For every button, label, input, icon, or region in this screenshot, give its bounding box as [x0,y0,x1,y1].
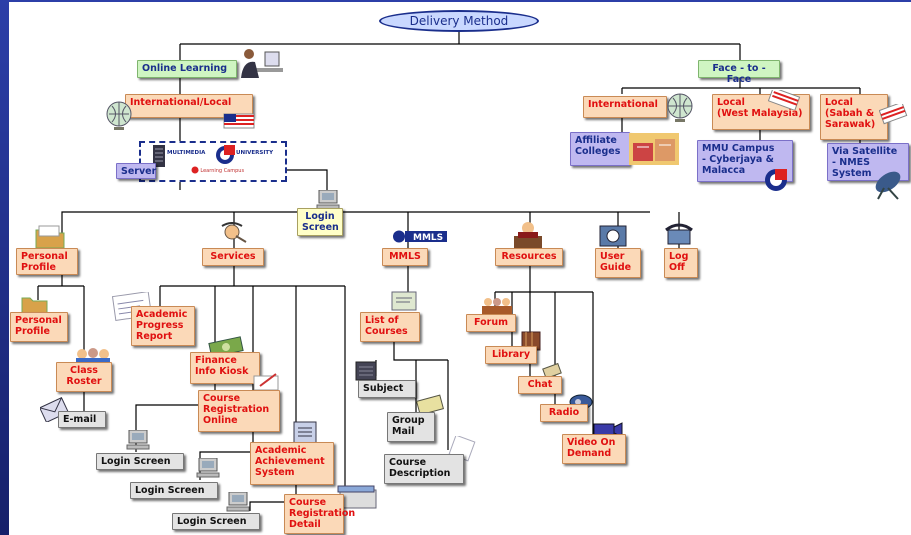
logo-subtitle: - Learning Campus [197,168,245,174]
subject-node: Subject [358,380,416,398]
logo-text-left: MULTIMEDIA [167,150,206,156]
library-node: Library [485,346,537,364]
university-logo-icon [765,169,787,191]
flag-icon [223,113,255,129]
user-guide-module: User Guide [595,248,641,278]
microphone-icon [542,362,562,380]
course-registration-online-node: Course Registration Online [198,390,280,432]
mail-icon [416,394,445,416]
thinking-person-icon [221,222,247,243]
resources-module: Resources [495,248,563,266]
connector-lines [37,32,861,511]
local-sabah-node: Local (Sabah & Sarawak) [820,94,888,140]
course-registration-detail-node: Course Registration Detail [284,494,355,534]
computer-icon [126,430,150,450]
list-of-courses-node: List of Courses [360,312,420,342]
video-on-demand-node: Video On Demand [562,434,626,464]
university-logo-icon [216,145,235,164]
chat-node: Chat [518,376,562,394]
personal-profile-module: Personal Profile [16,248,78,275]
book-stack-icon [293,421,317,445]
server-icon [153,145,165,167]
document-icon [391,291,417,311]
face-to-face-node: Face - to - Face [698,60,780,85]
globe-icon [106,101,132,130]
multimedia-university-logo: MULTIMEDIA UNIVERSITY - Learning Campus [139,141,287,182]
login-screen-node-1: Login Screen [96,453,184,470]
academic-achievement-node: Academic Achievement System [250,442,334,485]
services-module: Services [202,248,264,266]
login-screen-node-2: Login Screen [130,482,218,499]
people-group-icon [482,298,512,314]
server-node: Server [116,163,156,179]
personal-profile-node: Personal Profile [10,312,68,342]
video-camera-icon [593,422,623,438]
mmls-logo-text: MMLS [413,233,443,243]
folder-icon [35,225,65,249]
globe-icon [667,93,693,122]
academic-progress-node: Academic Progress Report [131,306,195,346]
mmls-module: MMLS [382,248,428,266]
person-at-computer-icon [241,49,283,78]
computer-icon [316,190,340,210]
flag-icon [879,104,908,125]
telephone-icon [665,223,693,245]
login-screen-node-3: Login Screen [172,513,260,530]
course-description-node: Course Description [384,454,464,484]
computer-icon [196,458,220,478]
local-west-node: Local (West Malaysia) [712,94,810,130]
mail-icon [40,397,69,422]
international-node: International [583,96,667,118]
reading-person-icon [514,222,542,248]
class-roster-node: Class Roster [56,362,112,392]
flag-icon [768,90,801,110]
e-learning-icon [191,166,199,174]
finance-info-kiosk-node: Finance Info Kiosk [190,352,260,384]
college-building-icon [629,133,679,165]
radio-node: Radio [540,404,588,422]
book-stack-icon [355,361,377,381]
login-screen-node: Login Screen [297,208,343,236]
satellite-dish-icon [875,171,901,200]
affiliate-colleges-node: Affiliate Colleges [570,132,630,166]
online-learning-node: Online Learning [137,60,237,78]
computer-icon [226,492,250,512]
writing-hand-icon [253,373,279,391]
mmls-logo-icon: MMLS [393,230,447,243]
forum-node: Forum [466,314,516,332]
delivery-method-title: Delivery Method [379,10,539,32]
notebook-icon [599,225,627,247]
email-node: E-mail [58,411,106,428]
logo-text-right: UNIVERSITY [236,150,274,156]
group-mail-node: Group Mail [387,412,435,442]
log-off-module: Log Off [664,248,698,278]
